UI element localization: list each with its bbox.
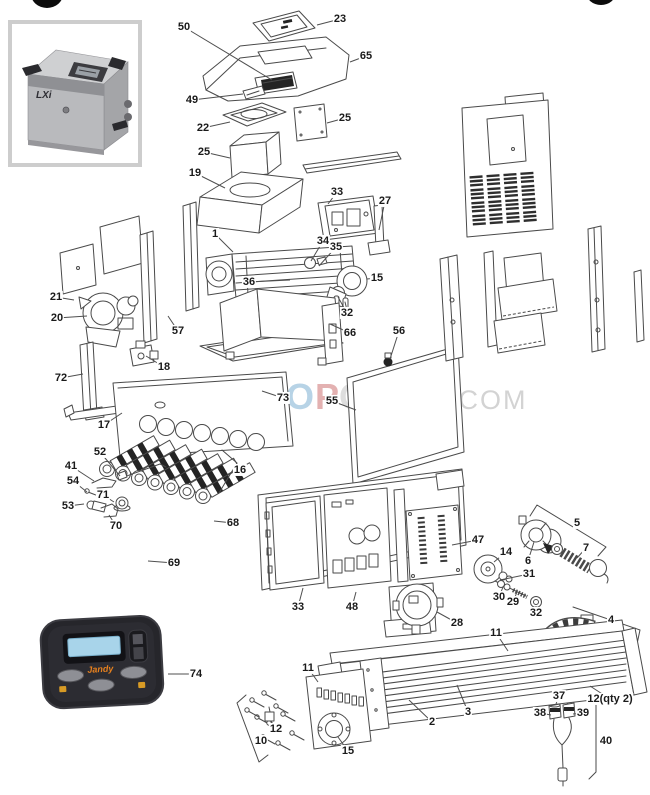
tube-bundle-group — [236, 619, 648, 763]
burner-group — [84, 371, 294, 518]
left-side-group — [59, 201, 200, 421]
control-enclosure-group — [257, 468, 467, 638]
heater-model-label: LXi — [36, 90, 52, 101]
middle-tray-group — [199, 288, 344, 366]
heater-photo-image: LXi — [22, 49, 132, 155]
bypass-spring-group — [473, 504, 609, 608]
controller-brand-label: Jandy — [87, 663, 114, 674]
controller-photo-image: Jandy — [39, 614, 165, 710]
front-door-group — [346, 345, 465, 485]
rear-louvered-panel — [461, 92, 554, 238]
controller-photo: Jandy — [36, 612, 170, 714]
right-frame-parts — [439, 225, 645, 362]
top-left-cropped-shape — [32, 0, 62, 8]
heater-product-photo: LXi — [8, 20, 142, 167]
sensor-harness-group — [548, 694, 597, 787]
top-right-cropped-shape — [589, 0, 613, 5]
